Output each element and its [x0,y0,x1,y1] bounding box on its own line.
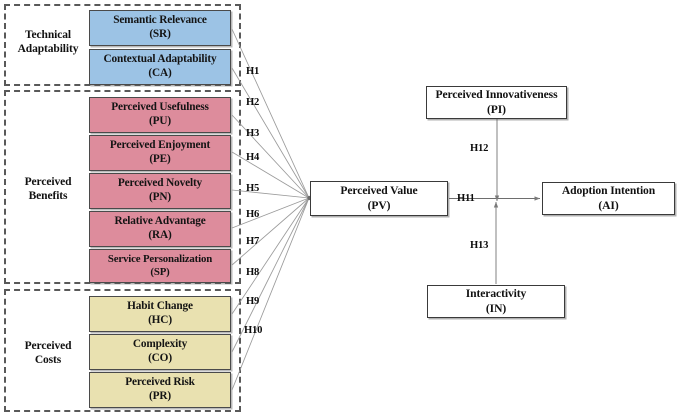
node-perceived-innovativeness[interactable]: Perceived Innovativeness (PI) [426,86,567,119]
construct-abbr: (HC) [148,314,172,326]
construct-abbr: (PR) [149,390,171,402]
fan-line-h10 [231,197,310,391]
hypothesis-label-h13: H13 [470,240,489,251]
construct-abbr: (CO) [148,352,172,364]
construct-name: Habit Change [127,300,193,313]
fan-line-h2 [231,67,310,199]
group-label-perceived-benefits: Perceived Benefits [10,175,86,204]
hypothesis-label-h6: H6 [246,209,260,220]
construct-name: Perceived Novelty [117,177,203,190]
hypothesis-label-h11: H11 [457,193,475,204]
hypothesis-label-h5: H5 [246,183,260,194]
construct-perceived-novelty[interactable]: Perceived Novelty (PN) [89,173,231,209]
node-abbr: (IN) [485,301,507,315]
hypothesis-label-h7: H7 [246,236,260,247]
node-name: Perceived Value [340,184,418,198]
hypothesis-label-h9: H9 [246,296,260,307]
fan-line-h1 [231,28,310,199]
construct-perceived-risk[interactable]: Perceived Risk (PR) [89,372,231,408]
hypothesis-label-h3: H3 [246,128,260,139]
fan-line-h4 [231,151,310,199]
group-label-line-1: Perceived [24,176,72,188]
construct-abbr: (PN) [149,191,171,203]
fan-line-h5 [231,189,310,199]
node-perceived-value[interactable]: Perceived Value (PV) [310,181,448,216]
construct-abbr: (RA) [148,229,172,241]
hypothesis-label-h2: H2 [246,97,260,108]
node-name: Perceived Innovativeness [435,88,558,102]
construct-relative-advantage[interactable]: Relative Advantage (RA) [89,211,231,247]
node-name: Interactivity [465,287,527,301]
fan-line-h8 [231,197,310,315]
construct-name: Contextual Adaptability [103,53,217,66]
group-label-line-2: Costs [34,354,62,367]
construct-abbr: (SP) [150,266,170,278]
construct-semantic-relevance[interactable]: Semantic Relevance (SR) [89,10,231,46]
group-label-technical-adaptability: Technical Adaptability [10,28,86,57]
construct-name: Perceived Usefulness [111,101,209,114]
hypothesis-label-h10: H10 [244,325,263,336]
construct-name: Complexity [132,338,188,351]
group-label-line-1: Perceived [24,340,72,352]
node-name: Adoption Intention [561,184,656,198]
fan-line-h3 [231,114,310,199]
hypothesis-label-h12: H12 [470,143,489,154]
construct-name: Perceived Risk [125,376,195,389]
construct-abbr: (PE) [149,153,171,165]
construct-service-personalization[interactable]: Service Personalization (SP) [89,249,231,283]
node-abbr: (PI) [487,102,506,116]
group-label-line-1: Technical [25,29,71,41]
construct-abbr: (CA) [148,67,172,79]
group-label-line-2: Benefits [28,190,68,203]
construct-name: Service Personalization [107,252,213,265]
fan-line-h7 [231,197,310,266]
construct-abbr: (PU) [149,115,171,127]
construct-habit-change[interactable]: Habit Change (HC) [89,296,231,332]
hypothesis-label-h4: H4 [246,152,260,163]
construct-name: Semantic Relevance [113,14,207,27]
construct-name: Relative Advantage [114,215,206,228]
node-abbr: (AI) [598,198,619,212]
construct-contextual-adaptability[interactable]: Contextual Adaptability (CA) [89,49,231,85]
construct-name: Perceived Enjoyment [109,139,211,152]
construct-perceived-usefulness[interactable]: Perceived Usefulness (PU) [89,97,231,133]
hypothesis-label-h1: H1 [246,66,260,77]
group-label-perceived-costs: Perceived Costs [10,339,86,368]
group-label-line-2: Adaptability [17,43,79,56]
construct-abbr: (SR) [149,28,171,40]
hypothesis-label-h8: H8 [246,267,260,278]
construct-complexity[interactable]: Complexity (CO) [89,334,231,370]
node-adoption-intention[interactable]: Adoption Intention (AI) [542,182,675,215]
node-interactivity[interactable]: Interactivity (IN) [427,285,565,318]
node-abbr: (PV) [367,198,391,212]
fan-line-h6 [231,197,310,229]
construct-perceived-enjoyment[interactable]: Perceived Enjoyment (PE) [89,135,231,171]
